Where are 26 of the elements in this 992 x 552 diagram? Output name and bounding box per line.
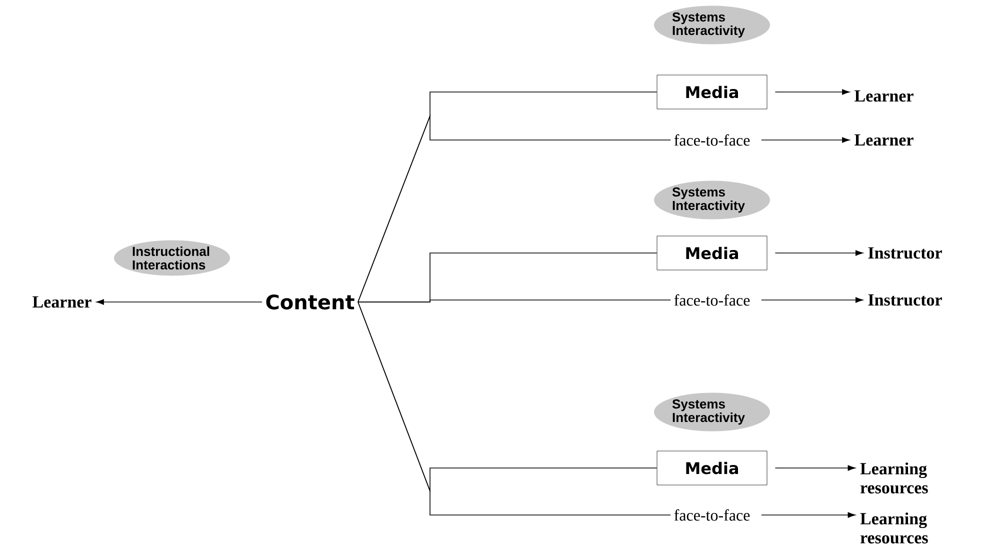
connector <box>774 250 864 256</box>
mode-label: face-to-face <box>674 294 750 306</box>
shaded-label: Systems Interactivity <box>654 180 770 220</box>
endpoint-label: Learner <box>854 90 914 102</box>
endpoint-label: Learner <box>854 134 914 146</box>
shaded-label: Systems Interactivity <box>654 6 770 44</box>
connector <box>761 512 856 518</box>
endpoint-label: Learning resources <box>860 462 928 494</box>
content-label: Content <box>266 294 354 310</box>
connector <box>774 465 856 471</box>
media-box: Media <box>656 236 768 270</box>
endpoint-label: Learner <box>32 296 92 308</box>
endpoint-label: Instructor <box>868 294 942 306</box>
media-box: Media <box>656 450 768 486</box>
connector <box>96 299 262 305</box>
mode-label: face-to-face <box>674 509 750 521</box>
connector <box>761 137 850 143</box>
connector <box>761 297 864 303</box>
mode-label: face-to-face <box>674 134 750 146</box>
connector <box>774 89 850 95</box>
shaded-label: Instructional Interactions <box>114 240 230 276</box>
connector <box>358 300 672 302</box>
endpoint-label: Instructor <box>868 247 942 259</box>
media-box: Media <box>656 74 768 110</box>
endpoint-label: Learning resources <box>860 512 928 544</box>
shaded-label: Systems Interactivity <box>654 392 770 432</box>
